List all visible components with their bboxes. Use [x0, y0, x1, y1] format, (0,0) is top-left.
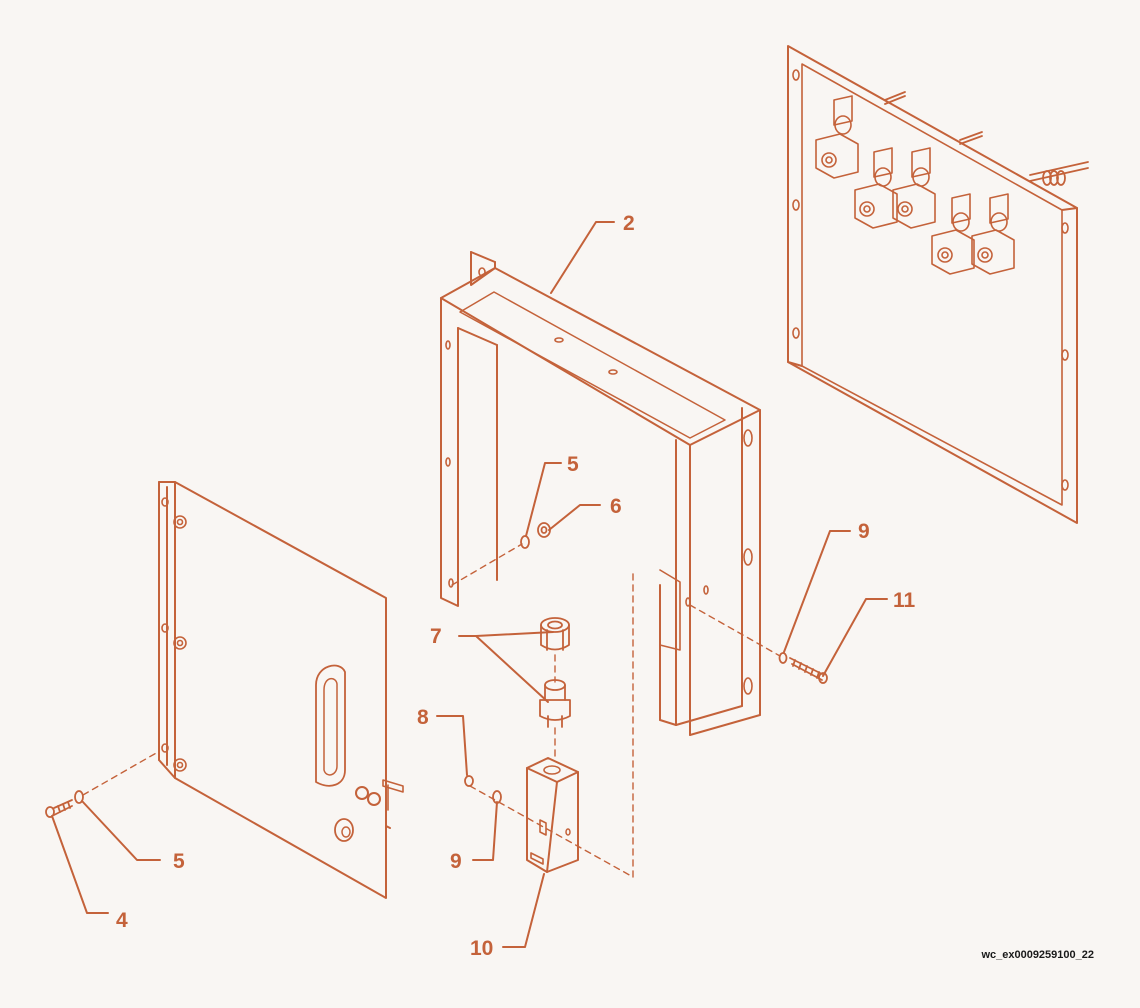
fitting-7-lower [539, 679, 571, 728]
leader-lines [51, 221, 888, 948]
callout-4: 4 [116, 909, 128, 932]
callout-11: 11 [893, 589, 916, 612]
fitting-7-upper [540, 617, 570, 651]
washer-8 [464, 775, 474, 787]
screw-4 [45, 799, 73, 818]
callout-2: 2 [623, 212, 635, 235]
washer-5-upper [520, 535, 530, 549]
callout-8: 8 [417, 706, 429, 729]
washer-9-right [778, 652, 788, 664]
callout-6: 6 [610, 495, 622, 518]
callout-labels: 2 5 6 9 11 7 8 9 10 5 4 [116, 212, 916, 960]
callout-9-lower: 9 [450, 850, 462, 873]
assembly-lines [82, 543, 781, 878]
door-panel [158, 481, 404, 899]
screw-11 [789, 657, 828, 684]
callout-9-right: 9 [858, 520, 870, 543]
callout-5-upper: 5 [567, 453, 579, 476]
terminal-panel [787, 45, 1089, 524]
enclosure-frame [440, 251, 761, 736]
reference-code: wc_ex0009259100_22 [980, 949, 1094, 961]
washer-5-lower [74, 790, 84, 804]
block-10 [526, 757, 579, 873]
callout-7: 7 [430, 625, 442, 648]
callout-10: 10 [470, 937, 493, 960]
callout-5-lower: 5 [173, 850, 185, 873]
